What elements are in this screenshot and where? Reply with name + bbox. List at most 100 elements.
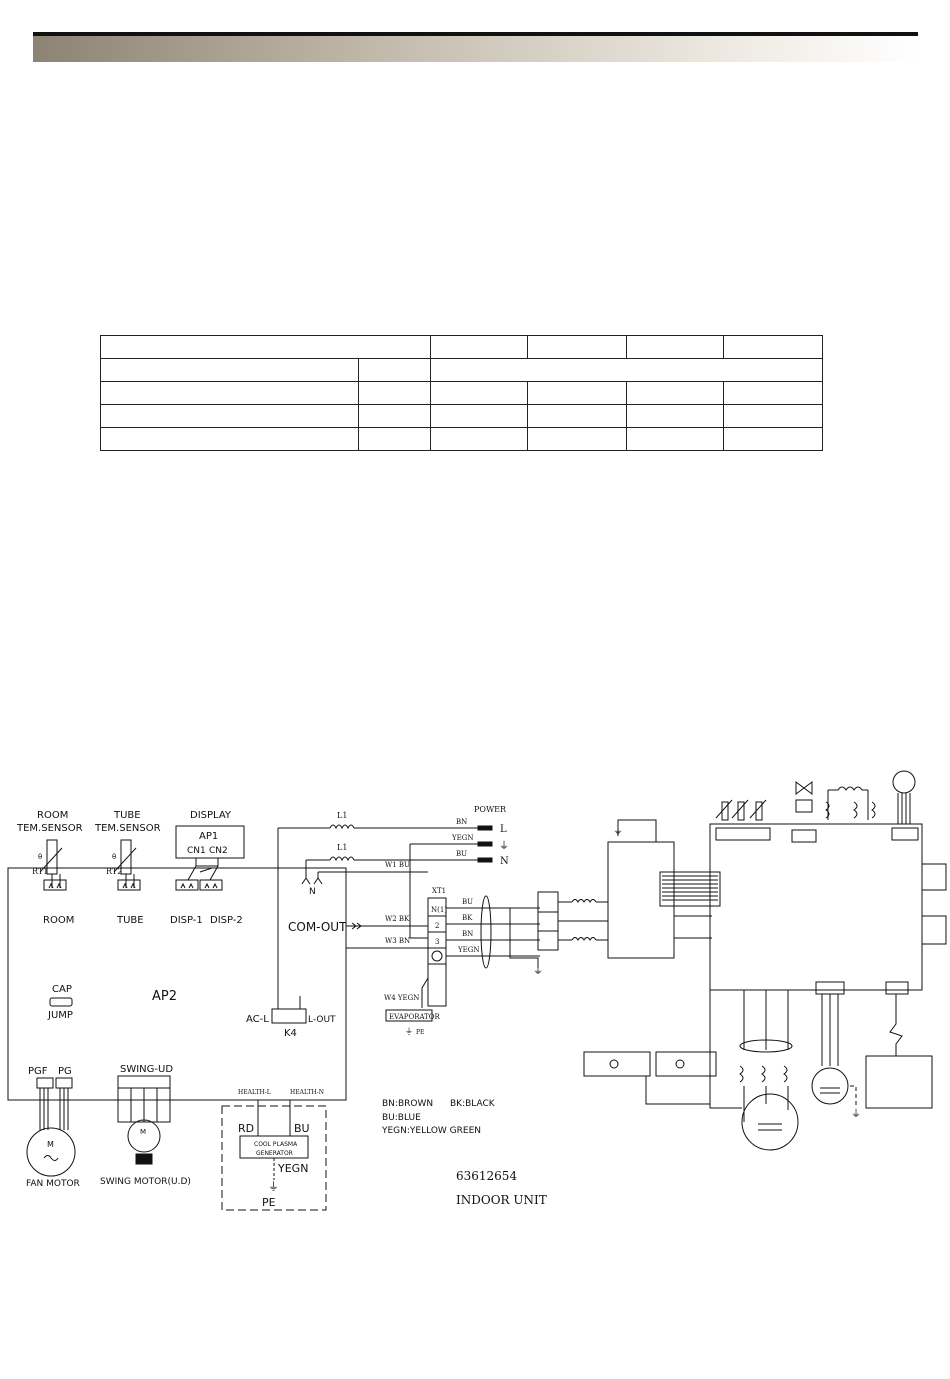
fan-motor-wires xyxy=(39,1088,69,1130)
table-cell xyxy=(430,358,823,382)
relay-k4 xyxy=(271,1008,307,1024)
heater-connector xyxy=(885,981,909,995)
capacitor-box xyxy=(655,1051,717,1077)
disp2-label: DISP-2 xyxy=(210,915,243,926)
jump-label: JUMP xyxy=(47,1010,73,1021)
table-cell xyxy=(358,404,431,428)
earth-label: ⏚ xyxy=(499,840,509,852)
cable-clamp-icon xyxy=(480,895,492,969)
outdoor-link-wires xyxy=(446,907,540,957)
terminal-block-xt1 xyxy=(427,897,447,1007)
disp1-label: DISP-1 xyxy=(170,915,203,926)
cap-label: CAP xyxy=(52,984,72,995)
inductor-icon xyxy=(571,899,597,941)
rt1-label: RT1 xyxy=(32,867,48,876)
wiring-diagram: AP2 ROOM TEM.SENSOR θ RT1 ROOM TUBE TEM.… xyxy=(7,770,947,1211)
ribbon-connector xyxy=(659,871,721,907)
w1-label: W1 BU xyxy=(385,861,410,869)
tube-sensor-label-2: TEM.SENSOR xyxy=(94,823,161,834)
outdoor-terminal-block xyxy=(537,891,559,951)
table-cell xyxy=(626,427,724,451)
overload-switch-icon xyxy=(889,994,903,1056)
table-cell xyxy=(358,427,431,451)
health-n-label: HEALTH-N xyxy=(290,1089,324,1096)
legend-yegn: YEGN:YELLOW GREEN xyxy=(381,1126,481,1136)
earth-terminal-icon xyxy=(609,1059,619,1069)
xt1-label: XT1 xyxy=(432,887,446,895)
table-row xyxy=(100,404,823,428)
power-plug-icon xyxy=(477,825,493,863)
swing-motor-label: SWING MOTOR(U.D) xyxy=(100,1177,191,1187)
table-cell xyxy=(723,381,823,405)
table-cell xyxy=(527,427,627,451)
earth-icon: ⏚ xyxy=(533,965,543,977)
bu2-label: BU xyxy=(294,1122,310,1135)
k4-label: K4 xyxy=(284,1028,297,1039)
pe-label: PE xyxy=(262,1196,276,1209)
part-number: 63612654 xyxy=(456,1169,517,1183)
main-board-ap2 xyxy=(7,867,347,1101)
legend-bn: BN:BROWN xyxy=(382,1099,433,1109)
cool-plasma-label: COOL PLASMA xyxy=(254,1141,298,1148)
unit-title: INDOOR UNIT xyxy=(456,1193,547,1207)
yegn-label: YEGN xyxy=(451,834,473,842)
com-out-label: COM-OUT xyxy=(288,920,347,934)
room-sensor-label-2: TEM.SENSOR xyxy=(16,823,83,834)
connector-icon xyxy=(175,879,223,891)
swing-motor-icon xyxy=(127,1119,161,1153)
wire-w4 xyxy=(421,966,429,1008)
reactor-icon xyxy=(827,786,869,820)
wire-w1 xyxy=(317,871,428,878)
table-cell xyxy=(430,381,528,405)
outdoor-earth-wire xyxy=(509,908,539,968)
pg-label: PG xyxy=(58,1066,72,1077)
wire-bu xyxy=(305,859,478,878)
fan-motor-symbol xyxy=(820,1087,840,1094)
term-yegn-label: YEGN xyxy=(457,946,479,954)
outdoor-wires xyxy=(558,901,608,941)
thermistor-icon xyxy=(113,839,137,888)
valve-icon xyxy=(795,781,813,795)
plasma-wires xyxy=(257,1100,291,1136)
cn2-label: CN2 xyxy=(209,846,228,856)
tube-sensor-label: TUBE xyxy=(113,810,141,821)
earth-icon: ⏚ xyxy=(613,825,623,837)
outdoor-terminal-dividers xyxy=(538,911,558,932)
w3-label: W3 BN xyxy=(385,937,410,945)
bn-label: BN xyxy=(456,818,467,826)
compressor-symbol xyxy=(758,1123,782,1131)
wire-bn xyxy=(277,827,478,992)
filter-earth-wire xyxy=(617,819,657,842)
earth-terminal-icon xyxy=(675,1059,685,1069)
table-cell xyxy=(430,427,528,451)
valve-connector xyxy=(791,829,817,843)
table-cell xyxy=(358,358,431,382)
table-cell xyxy=(723,335,823,359)
connector-icon xyxy=(117,879,141,891)
theta-label: θ xyxy=(38,853,42,861)
yegn2-label: YEGN xyxy=(277,1162,308,1175)
generator-label: GENERATOR xyxy=(256,1150,293,1157)
motor-wires xyxy=(897,793,911,824)
room-connector-label: ROOM xyxy=(43,915,74,926)
table-cell xyxy=(100,358,359,382)
table-cell xyxy=(527,404,627,428)
valve-coil xyxy=(795,799,813,813)
outdoor-main-board xyxy=(709,823,923,991)
thermistor-icon xyxy=(715,799,767,821)
earth-icon: ⏚ xyxy=(851,1108,861,1120)
fan-earth-wire xyxy=(850,1085,857,1106)
evaporator-box xyxy=(385,1009,433,1022)
table-cell xyxy=(723,427,823,451)
n-label: N xyxy=(500,856,509,867)
health-l-label: HEALTH-L xyxy=(238,1089,271,1096)
fan-connector xyxy=(815,981,845,995)
cn1-label: CN1 xyxy=(187,846,206,856)
board-ap2-label: AP2 xyxy=(152,989,177,1004)
motor-connector xyxy=(891,827,919,841)
motor-icon xyxy=(892,770,916,794)
inductor-icon xyxy=(329,856,355,862)
thermistor-icon xyxy=(39,839,63,888)
table-cell xyxy=(430,335,528,359)
l1-bottom-label: L1 xyxy=(337,843,347,852)
